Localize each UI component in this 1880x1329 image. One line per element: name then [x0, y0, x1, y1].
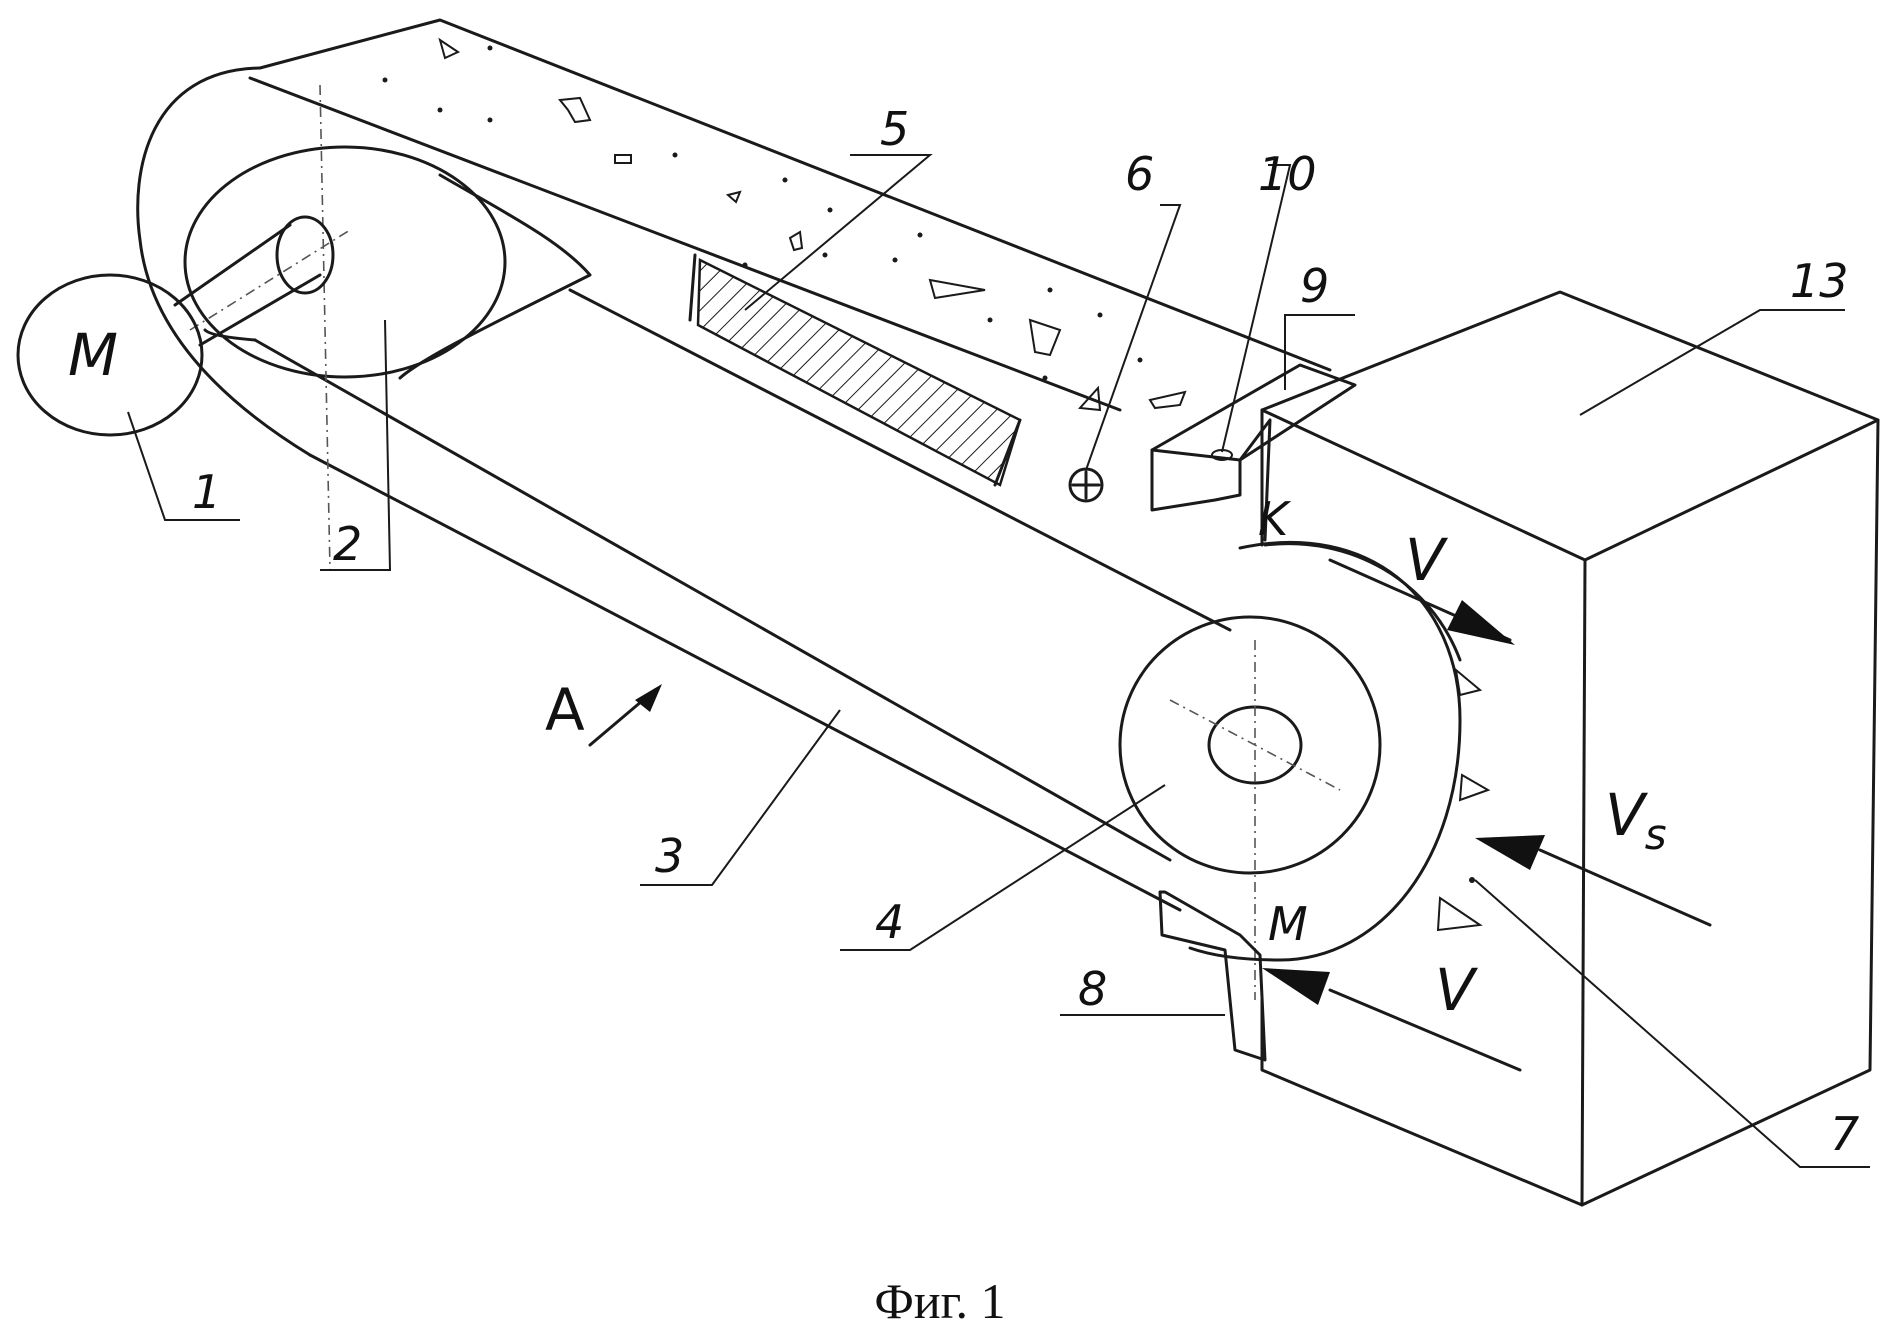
label-3: 3	[655, 829, 684, 883]
motor	[16, 273, 204, 437]
label-10: 10	[1258, 147, 1317, 201]
label-9: 9	[1300, 259, 1329, 313]
point-k: K	[1258, 492, 1292, 546]
labels: M 1 2 3 4 5 6 7 8 9 10 13 K M A V V Vs	[68, 102, 1859, 1161]
velocity-bottom: V	[1435, 956, 1479, 1024]
belt-cutaway-section	[688, 253, 1022, 487]
label-4: 4	[875, 895, 904, 949]
label-5: 5	[880, 102, 909, 156]
label-1: 1	[192, 465, 221, 519]
lower-clamp	[1158, 890, 1267, 1062]
motor-shaft	[173, 215, 351, 347]
label-2: 2	[333, 517, 362, 571]
abrasive-belt	[136, 18, 1462, 962]
velocity-arrows	[588, 558, 1712, 1072]
abrasive-grains	[382, 37, 1187, 412]
view-a: A	[545, 676, 585, 744]
velocity-s-main: V	[1605, 781, 1649, 849]
point-m: M	[1268, 897, 1308, 951]
label-8: 8	[1078, 962, 1107, 1016]
contact-roller	[1118, 615, 1382, 1000]
upper-clamp	[1150, 363, 1357, 542]
drive-pulley	[183, 84, 592, 571]
sensor-symbol	[1068, 467, 1104, 503]
velocity-top: V	[1405, 526, 1449, 594]
motor-letter: M	[68, 321, 118, 389]
velocity-s: Vs	[1605, 781, 1667, 859]
workpiece-block	[1260, 290, 1880, 1207]
contact-grains	[1436, 667, 1491, 932]
figure-caption: Фиг. 1	[874, 1273, 1005, 1329]
velocity-s-sub: s	[1645, 810, 1667, 859]
leader-lines	[127, 154, 1870, 1168]
label-13: 13	[1790, 254, 1849, 308]
label-6: 6	[1125, 147, 1154, 201]
label-7: 7	[1830, 1107, 1859, 1161]
